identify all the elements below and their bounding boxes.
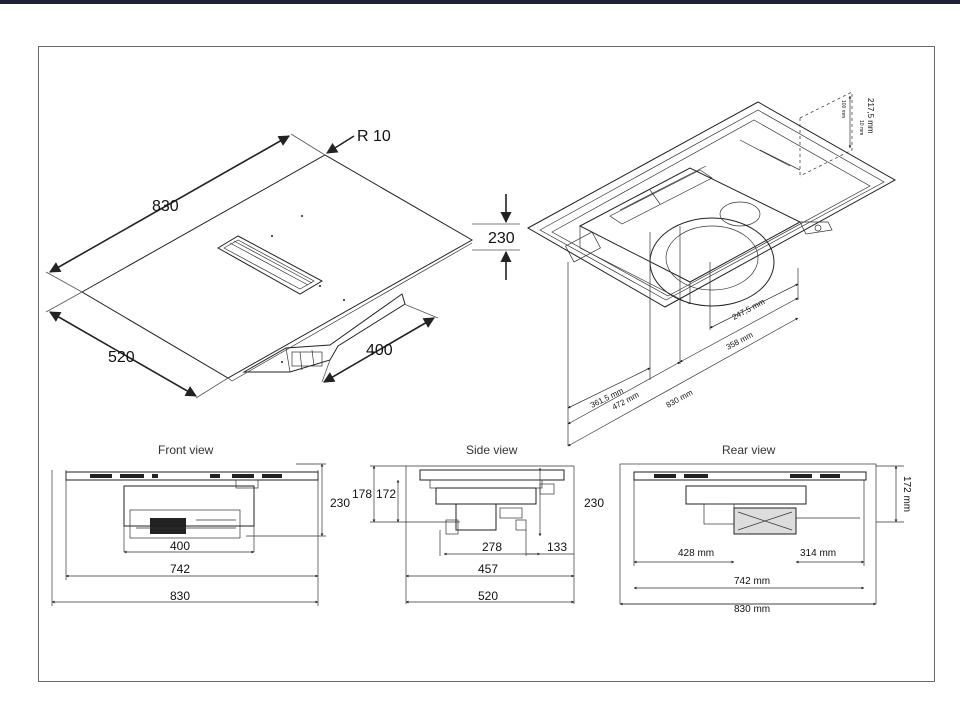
iso-dim-830: 830 mm: [665, 388, 695, 410]
rear-burner-marks: [654, 474, 840, 478]
dim-label-400: 400: [366, 342, 393, 359]
rear-dim-742: 742 mm: [734, 576, 770, 587]
front-view-drawing: [51, 463, 326, 606]
dim-label-830: 830: [152, 198, 179, 215]
iso-dim-217: 217,5 mm: [866, 98, 875, 134]
dim-400-top: [321, 303, 439, 383]
radius-label: R 10: [357, 128, 391, 145]
rear-dim-830: 830 mm: [734, 604, 770, 615]
front-dim-830: 830: [170, 589, 190, 603]
rear-dim-172: 172 mm: [901, 476, 912, 512]
iso-extension-lines: [567, 226, 799, 446]
front-view-title: Front view: [158, 443, 214, 457]
cooktop-isometric-underside: [526, 91, 897, 308]
side-view-drawing: [370, 465, 575, 604]
dim-label-520: 520: [108, 349, 135, 366]
cooktop-isometric-top: [80, 154, 474, 382]
iso-dim-358: 358 mm: [725, 330, 755, 352]
dim-230-top: [472, 194, 520, 280]
rear-view-title: Rear view: [722, 443, 776, 457]
front-dim-400: 400: [170, 539, 190, 553]
iso-dim-small-a: 100 mm: [840, 100, 846, 118]
side-dim-172: 172: [376, 487, 396, 501]
dim-520-top: [45, 291, 229, 399]
side-dim-278: 278: [482, 540, 502, 554]
top-border-bar: [0, 0, 960, 4]
dim-label-230: 230: [488, 230, 515, 247]
iso-dim-lines: [567, 95, 852, 447]
dim-830-top: [45, 133, 326, 293]
side-dim-133: 133: [547, 540, 567, 554]
side-dim-457: 457: [478, 562, 498, 576]
front-dim-742: 742: [170, 562, 190, 576]
side-dim-520: 520: [478, 589, 498, 603]
iso-dim-small-b: 10 mm: [858, 120, 864, 135]
radius-leader: [326, 135, 355, 154]
rear-dim-314: 314 mm: [800, 548, 836, 559]
rear-view-drawing: [619, 463, 904, 606]
drawing-frame: [38, 46, 935, 682]
side-dim-230: 230: [584, 496, 604, 510]
rear-dim-428: 428 mm: [678, 548, 714, 559]
side-dim-178: 178: [352, 487, 372, 501]
side-view-title: Side view: [466, 443, 518, 457]
front-dim-230: 230: [330, 496, 350, 510]
front-burner-marks: [90, 474, 282, 478]
